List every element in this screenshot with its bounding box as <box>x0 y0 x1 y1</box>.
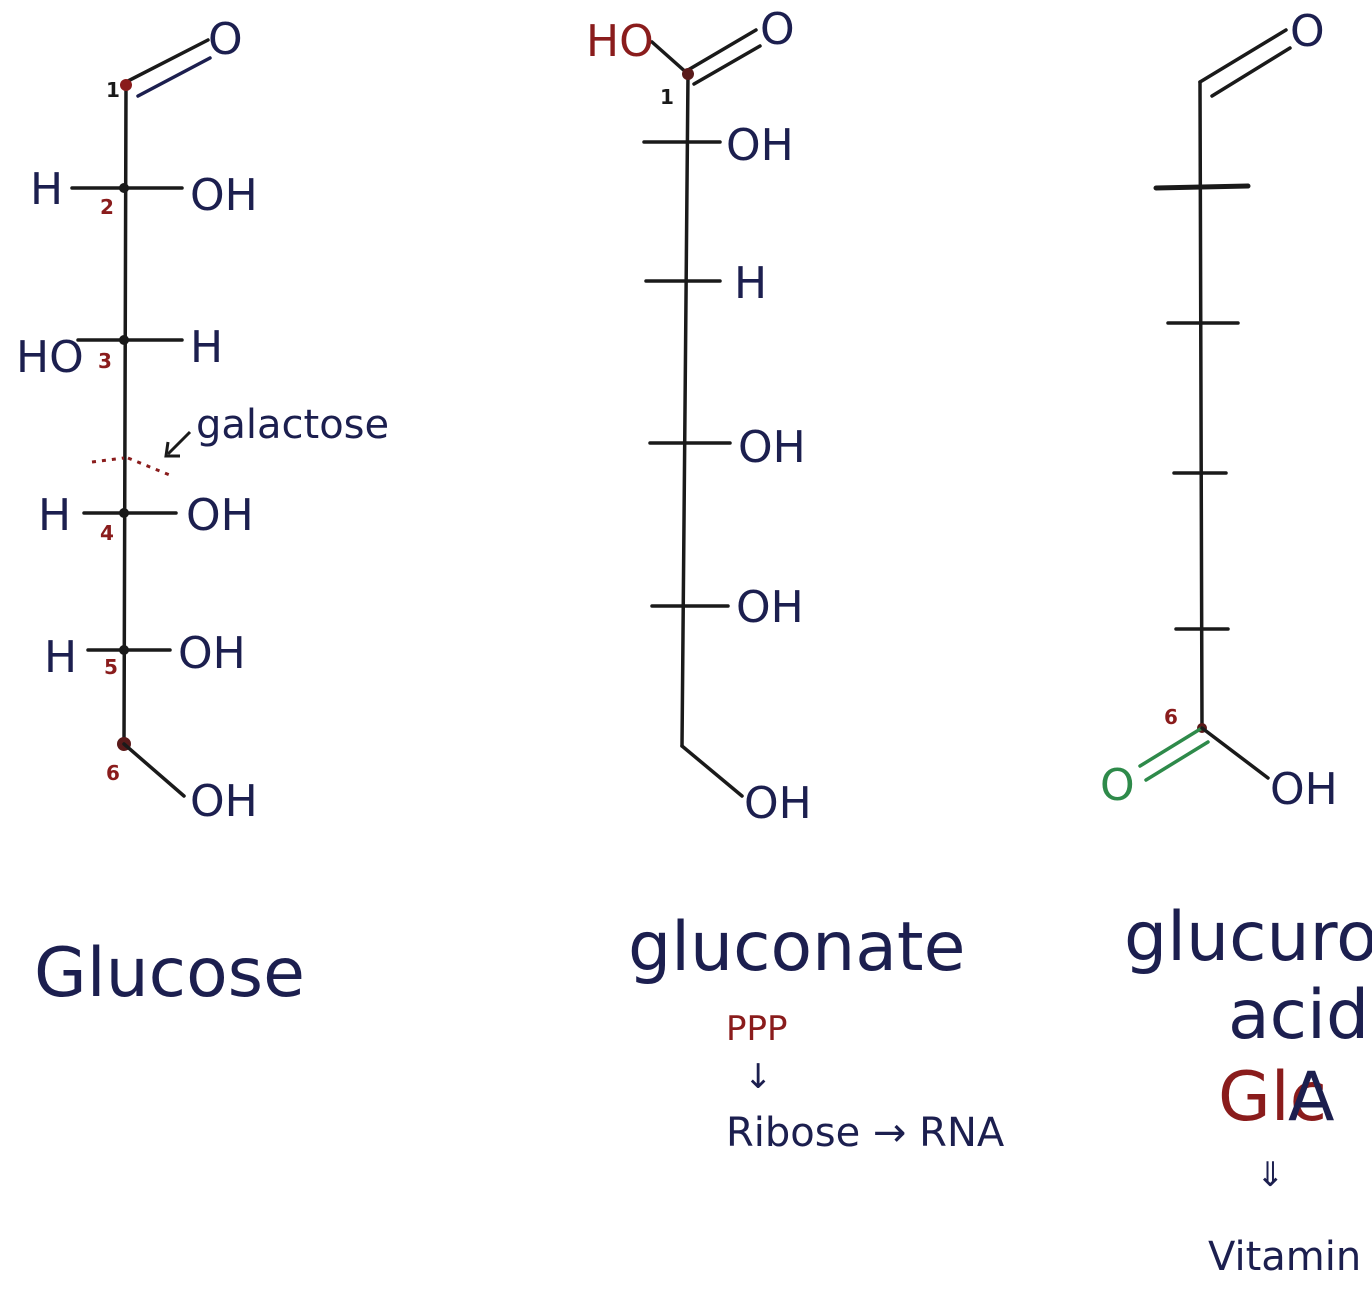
glucuronic-c2-bond <box>1153 183 1251 191</box>
gluconate-backbone <box>680 72 690 748</box>
gluconate-c5-right: OH <box>736 582 804 633</box>
gluconate-acid-o: O <box>760 4 795 55</box>
glucuronic-structure: O 6 O OH glucuronic acid Glc A ⇓ Vitamin… <box>1100 6 1372 1280</box>
glucose-c4-dot <box>119 508 129 518</box>
glucose-c4-number: 4 <box>100 521 114 545</box>
galactose-label: galactose <box>196 402 389 448</box>
glucuronic-acid-oh: OH <box>1270 764 1338 815</box>
glucose-c5-number: 5 <box>104 655 118 679</box>
glca-arrow: ⇓ <box>1256 1155 1285 1195</box>
glucose-c2-left: H <box>30 164 63 215</box>
gluconate-name: gluconate <box>628 908 965 987</box>
gluconate-c1-double-bond-b <box>692 44 762 86</box>
glucuronic-c6-double-bond-a <box>1138 726 1204 768</box>
glucuronic-name-line2: acid <box>1228 976 1369 1055</box>
ribose-rna-label: Ribose → RNA <box>726 1110 1005 1156</box>
galactose-dash-left <box>91 456 125 464</box>
glucose-c2-number: 2 <box>100 195 114 219</box>
glucose-c2-right: OH <box>190 170 258 221</box>
gluconate-c1-number: 1 <box>660 85 674 109</box>
glucose-c3-left: HO <box>16 332 84 383</box>
glca-a: A <box>1288 1058 1335 1137</box>
glucuronic-c1-double-bond-b <box>1210 46 1292 98</box>
glucose-c3-dot <box>119 335 129 345</box>
glucuronic-c6-double-bond-b <box>1144 740 1210 782</box>
glucuronic-acid-o: O <box>1100 760 1135 811</box>
glucuronic-name-line1: glucuronic <box>1124 898 1372 977</box>
glucose-c3-number: 3 <box>98 349 112 373</box>
glucose-c1-double-bond-b <box>136 56 212 98</box>
galactose-arrowhead <box>164 441 180 458</box>
gluconate-structure: HO O 1 OH H OH OH OH gluconate PPP ↓ Rib… <box>586 4 1005 1156</box>
gluconate-c1-double-bond-a <box>686 28 758 72</box>
glucose-c5-left: H <box>44 632 77 683</box>
glucose-c4-left: H <box>38 490 71 541</box>
glucuronic-aldehyde-o: O <box>1290 6 1325 57</box>
vitamin-c-label: Vitamin C <box>1208 1234 1372 1280</box>
glucose-structure: O 1 H OH 2 HO H 3 galactose H OH 4 H OH … <box>16 14 389 1013</box>
galactose-dash-right <box>127 456 173 478</box>
glucose-c6-number: 6 <box>106 761 120 785</box>
glucuronic-c6-number: 6 <box>1164 705 1178 729</box>
glucose-c1-number: 1 <box>106 78 120 102</box>
gluconate-c1-dot <box>682 68 694 80</box>
gluconate-acid-ho: HO <box>586 16 654 67</box>
glucose-c4-right: OH <box>186 490 254 541</box>
gluconate-c6-bond <box>680 744 744 798</box>
galactose-arrow <box>166 430 192 456</box>
glucose-aldehyde-o: O <box>208 14 243 65</box>
glucose-c6-bond <box>122 742 186 798</box>
glucose-c2-dot <box>119 183 129 193</box>
glucose-backbone <box>122 83 128 746</box>
glucuronic-backbone <box>1198 80 1204 730</box>
glucose-c1-dot <box>120 79 132 91</box>
glucose-name: Glucose <box>34 934 305 1013</box>
glucose-c5-right: OH <box>178 628 246 679</box>
ppp-arrow: ↓ <box>744 1057 773 1097</box>
gluconate-c3-right: H <box>734 258 767 309</box>
glucose-c5-dot <box>119 645 129 655</box>
glucuronic-c1-double-bond-a <box>1198 28 1288 84</box>
glucose-c1-double-bond-a <box>124 38 210 84</box>
glucose-c3-right: H <box>190 322 223 373</box>
glucose-c6-oh: OH <box>190 776 258 827</box>
gluconate-c2-right: OH <box>726 120 794 171</box>
glca-glc: Glc <box>1218 1058 1327 1137</box>
gluconate-c6-oh: OH <box>744 778 812 829</box>
gluconate-c1-ho-bond <box>650 40 690 76</box>
gluconate-c4-right: OH <box>738 422 806 473</box>
glucuronic-c6-oh-bond <box>1200 726 1270 780</box>
ppp-label: PPP <box>726 1009 788 1049</box>
